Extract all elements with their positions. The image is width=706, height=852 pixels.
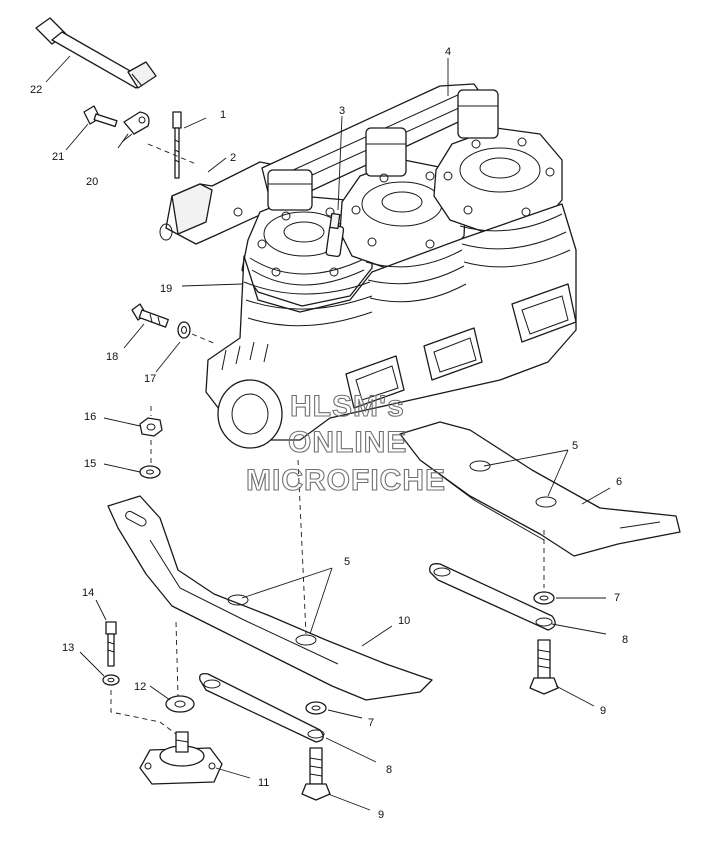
callout-13: 13 <box>62 642 74 654</box>
callout-18: 18 <box>106 351 118 363</box>
assembly-line-20 <box>147 143 197 165</box>
callout-9b: 9 <box>378 809 384 821</box>
watermark-line-3: MICROFICHE <box>246 464 446 497</box>
leader-lines <box>45 55 611 811</box>
callout-3: 3 <box>339 105 345 117</box>
callout-10: 10 <box>398 615 410 627</box>
callout-8a: 8 <box>622 634 628 646</box>
callout-5a: 5 <box>572 440 578 452</box>
watermark-line-1: HLSM's <box>290 390 405 423</box>
part-16-nut <box>139 417 163 437</box>
callout-9a: 9 <box>600 705 606 717</box>
part-10-left-bracket <box>107 495 433 701</box>
callout-2: 2 <box>230 152 236 164</box>
part-12-washer <box>165 695 195 713</box>
callout-12: 12 <box>134 681 146 693</box>
callout-4: 4 <box>445 46 451 58</box>
callout-16: 16 <box>84 411 96 423</box>
callout-11: 11 <box>258 777 269 789</box>
intake-ports <box>345 283 577 409</box>
part-9-bolt-right <box>529 639 559 695</box>
part-18-bolt <box>131 303 169 328</box>
part-9-bolt-left <box>301 747 331 801</box>
part-7-washer-right <box>533 591 555 605</box>
callout-7a: 7 <box>614 592 620 604</box>
part-20-clip <box>117 111 150 149</box>
callout-22: 22 <box>30 84 42 96</box>
part-17-washer <box>177 321 191 339</box>
callout-7b: 7 <box>368 717 374 729</box>
part-8-strap-right <box>429 563 556 631</box>
callout-8b: 8 <box>386 764 392 776</box>
part-6-right-bracket <box>399 421 681 557</box>
callout-20: 20 <box>86 176 98 188</box>
callout-labels: 1 2 3 4 5 5 6 7 7 8 8 9 9 10 11 12 13 14… <box>30 46 628 821</box>
part-8-strap-left <box>199 672 325 743</box>
engine-block <box>205 203 577 449</box>
callout-17: 17 <box>144 373 156 385</box>
part-15-washer <box>139 465 161 479</box>
part-13-washer <box>102 674 120 686</box>
callout-19: 19 <box>160 283 172 295</box>
assembly-line-13 <box>110 690 177 735</box>
watermark: HLSM's ONLINE MICROFICHE <box>245 389 446 497</box>
assembly-line-18 <box>191 333 217 345</box>
part-3-spark-plug <box>325 212 345 258</box>
callout-1: 1 <box>220 109 226 121</box>
callout-21: 21 <box>52 151 64 163</box>
callout-5b: 5 <box>344 556 350 568</box>
part-21-bolt <box>83 105 118 128</box>
part-22-tool-bar <box>35 17 157 89</box>
part-7-washer-left <box>305 701 327 715</box>
cylinder-head-right <box>433 89 563 235</box>
part-11-engine-mount <box>139 731 223 785</box>
part-1-bolt <box>172 111 182 179</box>
part-14-bolt <box>105 621 117 667</box>
callout-14: 14 <box>82 587 94 599</box>
callout-15: 15 <box>84 458 96 470</box>
assembly-line-12 <box>175 621 179 697</box>
assembly-line-5 <box>297 459 307 635</box>
watermark-line-2: ONLINE <box>288 426 407 459</box>
callout-6: 6 <box>616 476 622 488</box>
